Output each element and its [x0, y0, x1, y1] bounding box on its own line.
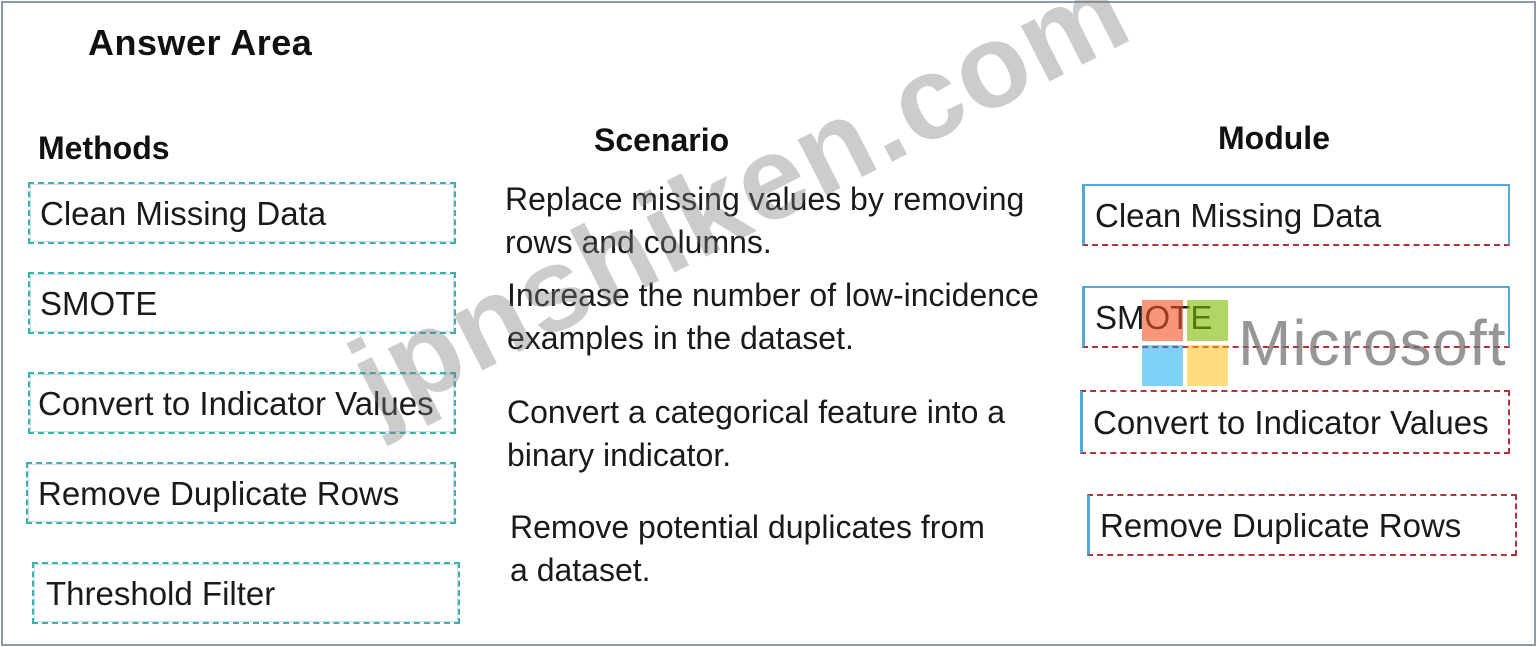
microsoft-watermark-text: Microsoft: [1238, 307, 1507, 379]
method-tile-clean-missing-data[interactable]: Clean Missing Data: [28, 182, 456, 244]
scenario-text: Increase the number of low-incidence exa…: [507, 277, 1039, 356]
scenario-header: Scenario: [594, 122, 730, 158]
method-tile-smote[interactable]: SMOTE: [28, 272, 456, 334]
module-answer-slot-4[interactable]: Remove Duplicate Rows: [1087, 494, 1517, 556]
microsoft-logo-icon: [1142, 300, 1230, 388]
module-header: Module: [1218, 120, 1330, 156]
scenario-text: Convert a categorical feature into a bin…: [507, 394, 1006, 473]
method-tile-convert-to-indicator-values[interactable]: Convert to Indicator Values: [28, 372, 456, 434]
method-tile-threshold-filter[interactable]: Threshold Filter: [32, 562, 460, 624]
module-answer-slot-3[interactable]: Convert to Indicator Values: [1080, 390, 1510, 454]
module-answer-slot-1[interactable]: Clean Missing Data: [1082, 184, 1510, 246]
page-title: Answer Area: [88, 22, 313, 63]
methods-header: Methods: [38, 130, 170, 166]
scenario-text: Remove potential duplicates from a datas…: [510, 509, 985, 588]
method-tile-remove-duplicate-rows[interactable]: Remove Duplicate Rows: [26, 462, 456, 524]
scenario-text: Replace missing values by removing rows …: [505, 181, 1025, 260]
